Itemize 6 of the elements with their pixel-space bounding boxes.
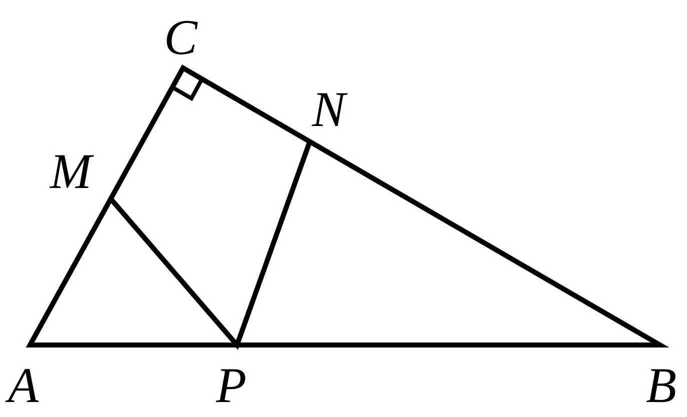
point-label: N — [310, 84, 348, 134]
point-label: M — [48, 146, 95, 196]
point-label: B — [645, 360, 678, 410]
point-label: P — [214, 360, 248, 410]
point-label: A — [2, 360, 45, 410]
point-label: C — [163, 12, 199, 62]
